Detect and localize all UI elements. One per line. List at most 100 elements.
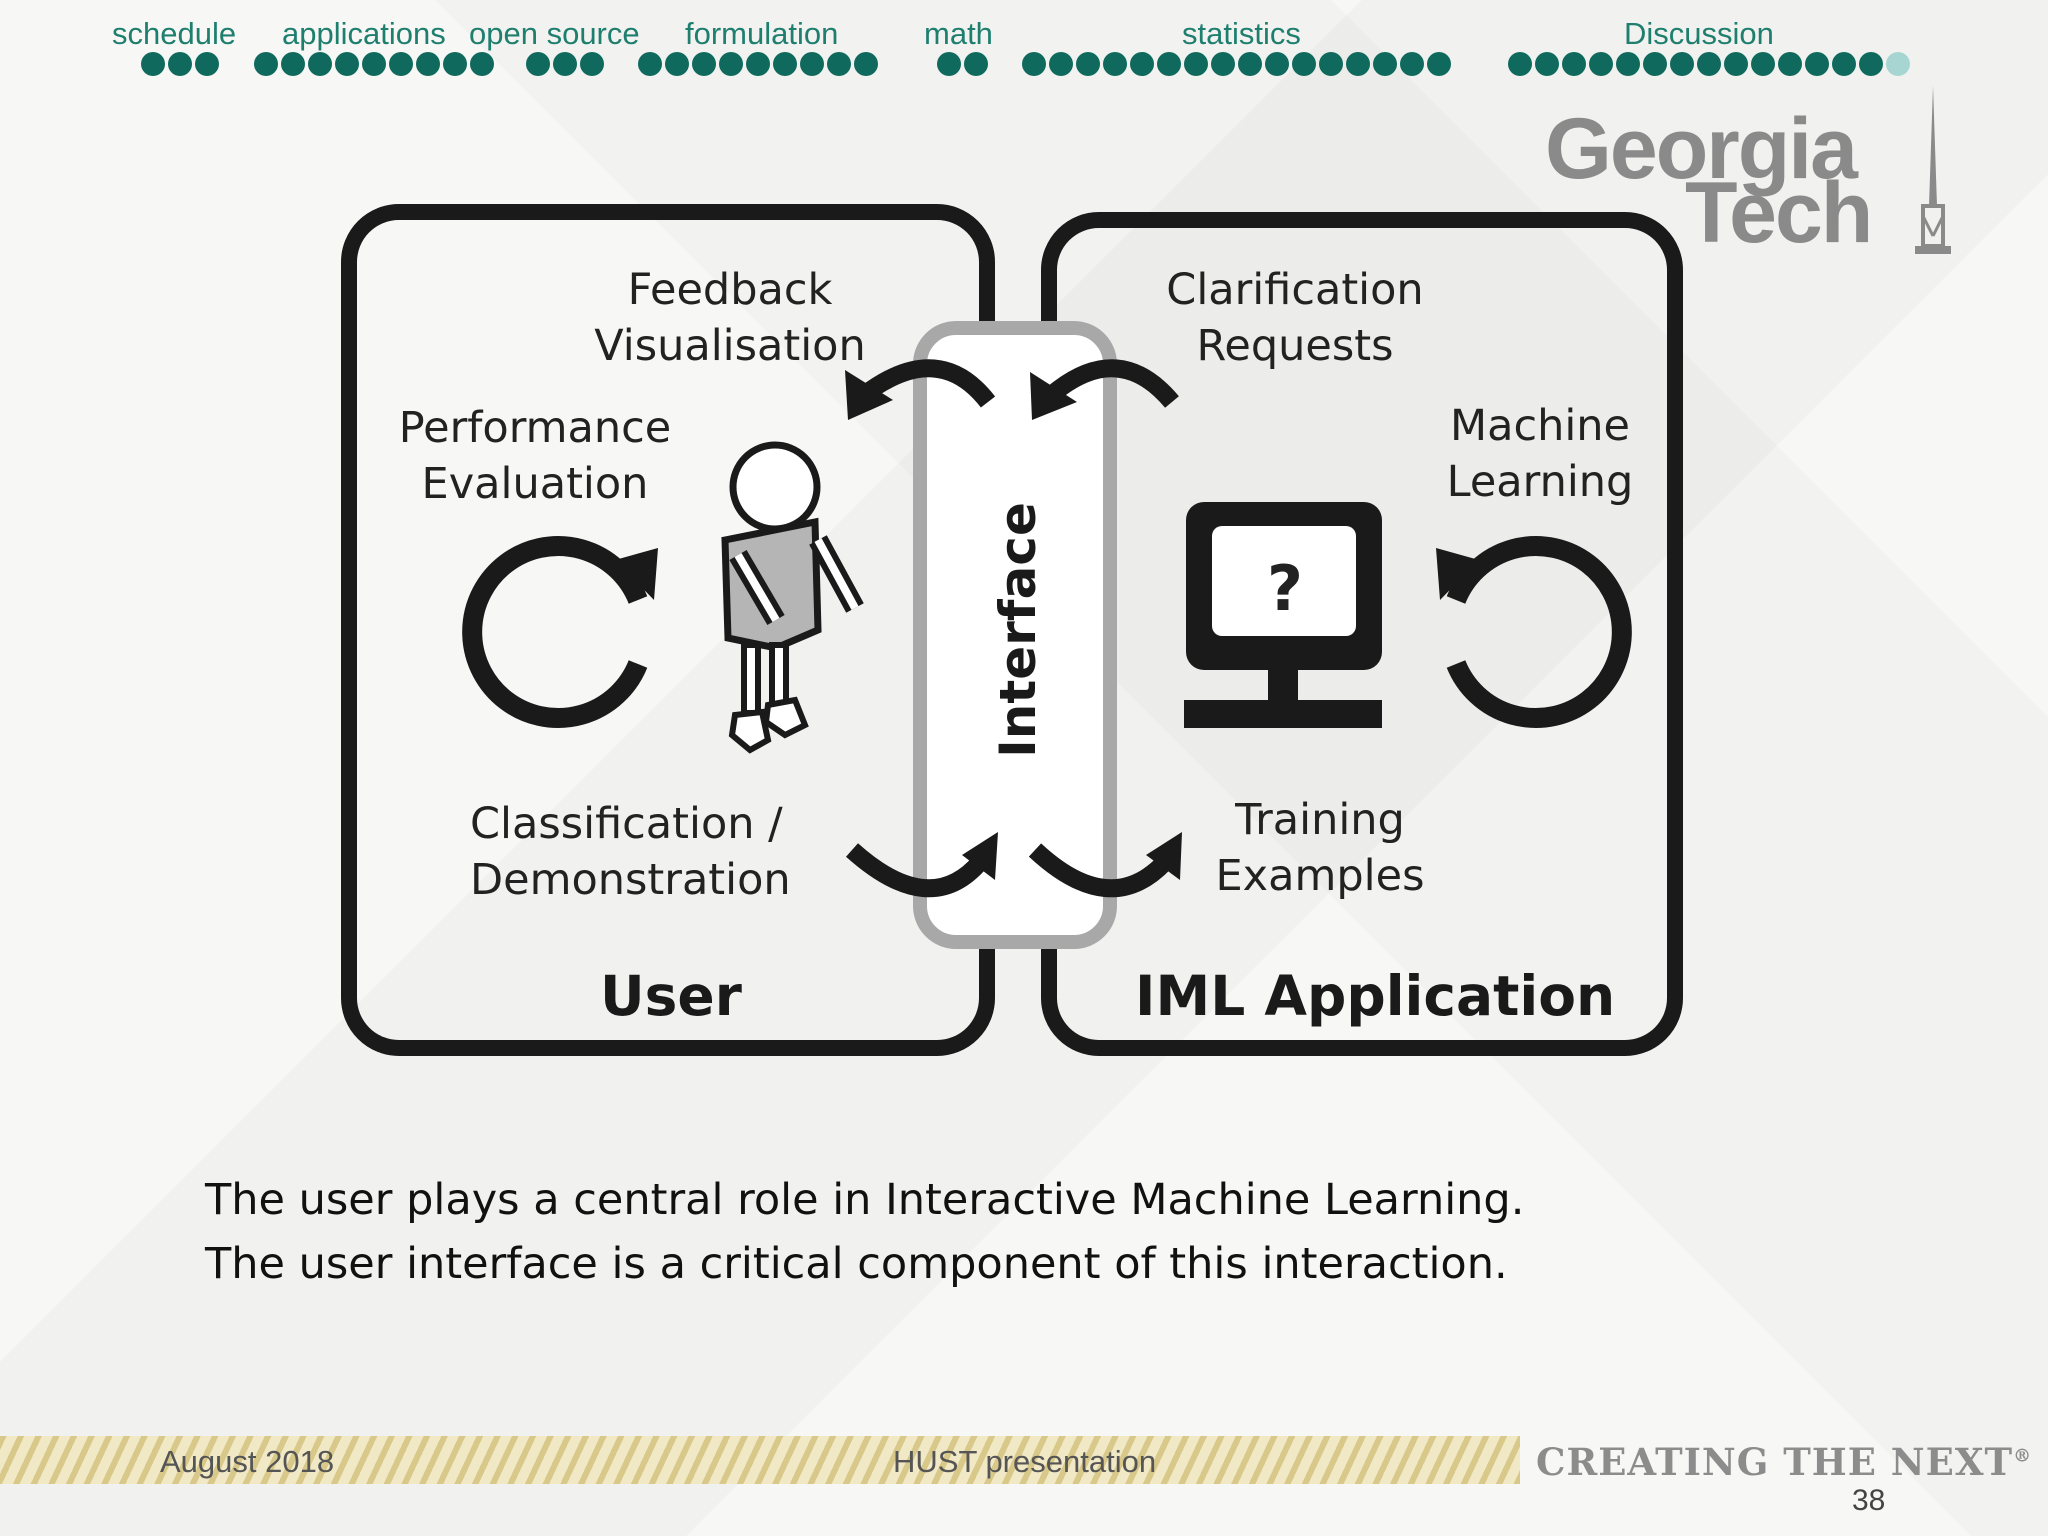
performance-cycle-arrow xyxy=(462,536,648,728)
nav-dot[interactable] xyxy=(389,52,413,76)
nav-dots-formulation xyxy=(638,52,878,76)
nav-dot[interactable] xyxy=(1211,52,1235,76)
nav-dot[interactable] xyxy=(773,52,797,76)
footer-event: HUST presentation xyxy=(893,1444,1157,1479)
monitor-icon xyxy=(1184,502,1382,728)
nav-label-discussion[interactable]: Discussion xyxy=(1624,16,1774,51)
nav-dot[interactable] xyxy=(1589,52,1613,76)
nav-dot[interactable] xyxy=(638,52,662,76)
interface-box xyxy=(913,321,1117,949)
footer-tagline-text: CREATING THE NEXT xyxy=(1536,1440,2014,1484)
nav-dot[interactable] xyxy=(1238,52,1262,76)
nav-dot[interactable] xyxy=(746,52,770,76)
nav-dot[interactable] xyxy=(1886,52,1910,76)
nav-dot[interactable] xyxy=(692,52,716,76)
nav-dot[interactable] xyxy=(470,52,494,76)
classification-demonstration-label: Classification / Demonstration xyxy=(470,796,835,908)
nav-dot[interactable] xyxy=(254,52,278,76)
nav-dot[interactable] xyxy=(665,52,689,76)
nav-dot[interactable] xyxy=(1562,52,1586,76)
nav-dot[interactable] xyxy=(335,52,359,76)
registered-mark: ® xyxy=(2013,1445,2033,1467)
iml-application-title: IML Application xyxy=(1135,964,1616,1028)
nav-label-formulation[interactable]: formulation xyxy=(685,16,839,51)
nav-dot[interactable] xyxy=(800,52,824,76)
nav-dots-math xyxy=(937,52,988,76)
nav-dot[interactable] xyxy=(1805,52,1829,76)
nav-dot[interactable] xyxy=(1508,52,1532,76)
nav-dot[interactable] xyxy=(1724,52,1748,76)
nav-dots-statistics xyxy=(1022,52,1451,76)
nav-dot[interactable] xyxy=(1778,52,1802,76)
nav-dot[interactable] xyxy=(443,52,467,76)
nav-dot[interactable] xyxy=(362,52,386,76)
nav-dot[interactable] xyxy=(937,52,961,76)
nav-dot[interactable] xyxy=(1319,52,1343,76)
nav-dot[interactable] xyxy=(1859,52,1883,76)
nav-dot[interactable] xyxy=(964,52,988,76)
nav-dot[interactable] xyxy=(1697,52,1721,76)
nav-label-open-source[interactable]: open source xyxy=(469,16,640,51)
feedback-visualisation-label: Feedback Visualisation xyxy=(560,262,900,374)
nav-dot[interactable] xyxy=(526,52,550,76)
caption-line-1: The user plays a central role in Interac… xyxy=(205,1175,1525,1225)
feedback-arrow xyxy=(862,359,996,408)
nav-dot[interactable] xyxy=(1292,52,1316,76)
question-mark-icon: ? xyxy=(1267,552,1303,625)
nav-dot[interactable] xyxy=(1346,52,1370,76)
nav-dot[interactable] xyxy=(1670,52,1694,76)
slide-caption: The user plays a central role in Interac… xyxy=(205,1168,1524,1296)
nav-dot[interactable] xyxy=(827,52,851,76)
nav-dot[interactable] xyxy=(308,52,332,76)
nav-dot[interactable] xyxy=(854,52,878,76)
interface-label: Interface xyxy=(989,502,1047,758)
nav-dot[interactable] xyxy=(141,52,165,76)
performance-cycle-arrowhead xyxy=(615,548,658,600)
nav-dot[interactable] xyxy=(1535,52,1559,76)
page-number: 38 xyxy=(1852,1484,1886,1517)
nav-dot[interactable] xyxy=(281,52,305,76)
nav-dot[interactable] xyxy=(1832,52,1856,76)
clarification-requests-text: Clarification Requests xyxy=(1166,265,1424,371)
training-arrow xyxy=(1028,843,1172,898)
nav-label-applications[interactable]: applications xyxy=(282,16,446,51)
nav-dot[interactable] xyxy=(1157,52,1181,76)
nav-dot[interactable] xyxy=(1751,52,1775,76)
nav-label-statistics[interactable]: statistics xyxy=(1182,16,1301,51)
nav-dot[interactable] xyxy=(719,52,743,76)
performance-evaluation-text: Performance Evaluation xyxy=(398,403,672,509)
nav-dot[interactable] xyxy=(1616,52,1640,76)
classification-demonstration-text: Classification / Demonstration xyxy=(470,799,791,905)
footer-stripe xyxy=(0,1436,1520,1484)
nav-label-schedule[interactable]: schedule xyxy=(112,16,237,51)
section-navigation: schedule applications open source formul… xyxy=(0,0,2048,90)
nav-dot[interactable] xyxy=(1076,52,1100,76)
nav-label-math[interactable]: math xyxy=(924,16,993,51)
clarification-arrow xyxy=(1049,359,1179,408)
feedback-visualisation-text: Feedback Visualisation xyxy=(594,265,866,371)
nav-dot[interactable] xyxy=(580,52,604,76)
nav-dot[interactable] xyxy=(168,52,192,76)
nav-dot[interactable] xyxy=(1643,52,1667,76)
nav-dot[interactable] xyxy=(1103,52,1127,76)
nav-dot[interactable] xyxy=(1049,52,1073,76)
nav-dots-open-source xyxy=(526,52,604,76)
nav-dot[interactable] xyxy=(1400,52,1424,76)
nav-dot[interactable] xyxy=(416,52,440,76)
nav-dot[interactable] xyxy=(1427,52,1451,76)
feedback-arrowhead xyxy=(845,370,893,420)
nav-dot[interactable] xyxy=(1022,52,1046,76)
footer-date: August 2018 xyxy=(160,1444,335,1479)
nav-dot[interactable] xyxy=(1265,52,1289,76)
nav-dot[interactable] xyxy=(1184,52,1208,76)
logo-text-georgia: Georgia xyxy=(1545,101,1858,197)
nav-dot[interactable] xyxy=(195,52,219,76)
nav-dot[interactable] xyxy=(553,52,577,76)
machine-learning-label: Machine Learning xyxy=(1430,398,1650,510)
nav-dot[interactable] xyxy=(1373,52,1397,76)
nav-dot[interactable] xyxy=(1130,52,1154,76)
user-title: User xyxy=(600,964,742,1028)
user-figure-icon xyxy=(721,441,864,754)
training-arrowhead xyxy=(1146,832,1182,880)
clarification-requests-label: Clarification Requests xyxy=(1150,262,1440,374)
